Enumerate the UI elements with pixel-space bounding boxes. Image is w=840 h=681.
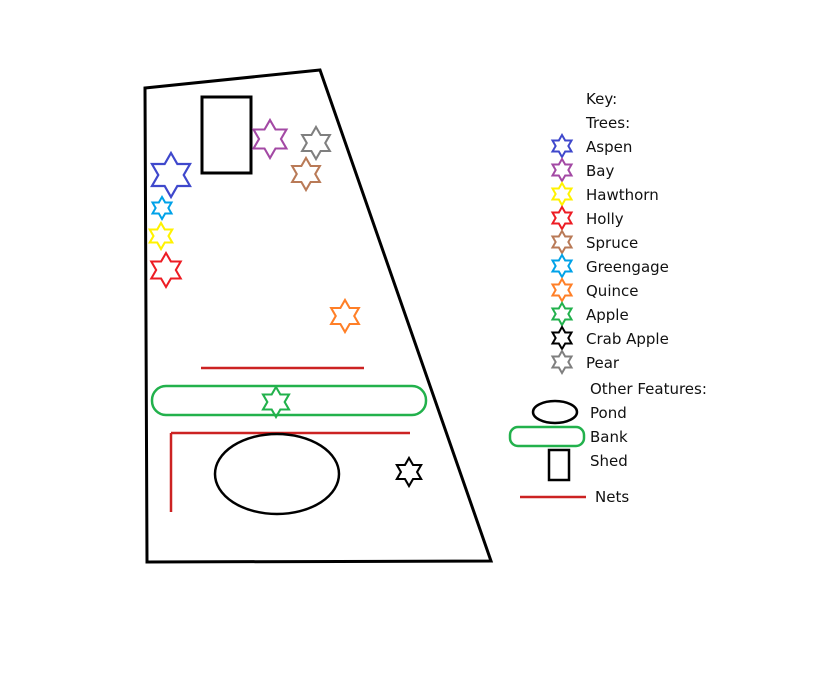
key-tree-label-aspen: Aspen <box>586 138 632 156</box>
hawthorn-key-star-icon <box>552 183 571 205</box>
key-feature-label-bank: Bank <box>590 428 628 446</box>
aspen-key-star-icon <box>552 135 571 157</box>
garden-boundary <box>143 68 494 564</box>
pond <box>213 432 341 516</box>
pear-key-star-icon <box>552 351 571 373</box>
key-tree-label-crab-apple: Crab Apple <box>586 330 669 348</box>
key-tree-label-greengage: Greengage <box>586 258 669 276</box>
key-feature-label-pond: Pond <box>590 404 627 422</box>
key-features-heading: Other Features: <box>590 380 707 398</box>
bay-key-star-icon <box>552 159 571 181</box>
bank <box>150 384 428 417</box>
holly-tree-star <box>151 253 180 287</box>
apple-key-star-icon <box>552 303 571 325</box>
quince-tree-star <box>331 300 359 332</box>
map-key: Key: Trees: AspenBayHawthornHollySpruceG… <box>508 90 707 506</box>
greengage-key-star-icon <box>552 255 571 277</box>
spruce-key-star-icon <box>552 231 571 253</box>
shed <box>200 95 253 175</box>
hawthorn-tree-star <box>150 223 173 249</box>
key-tree-label-quince: Quince <box>586 282 638 300</box>
shed-rectangle-icon <box>547 448 571 482</box>
aspen-tree-star <box>152 153 190 197</box>
key-feature-label-nets: Nets <box>595 488 629 506</box>
bay-tree-star <box>254 120 287 158</box>
quince-key-star-icon <box>552 279 571 301</box>
crab-apple-tree-star <box>397 458 421 486</box>
apple-tree-star <box>263 387 289 417</box>
key-trees-heading: Trees: <box>585 114 630 132</box>
key-feature-label-shed: Shed <box>590 452 628 470</box>
greengage-tree-star <box>152 197 171 219</box>
pear-tree-star <box>302 127 330 159</box>
holly-key-star-icon <box>552 207 571 229</box>
key-tree-label-pear: Pear <box>586 354 620 372</box>
crab-apple-key-star-icon <box>552 327 571 349</box>
spruce-tree-star <box>292 158 320 190</box>
key-title: Key: <box>586 90 617 108</box>
key-tree-label-spruce: Spruce <box>586 234 638 252</box>
key-tree-label-bay: Bay <box>586 162 614 180</box>
key-tree-label-hawthorn: Hawthorn <box>586 186 659 204</box>
key-tree-label-apple: Apple <box>586 306 629 324</box>
pond-ellipse-icon <box>531 399 579 425</box>
key-tree-label-holly: Holly <box>586 210 624 228</box>
bank-capsule-icon <box>508 425 586 448</box>
